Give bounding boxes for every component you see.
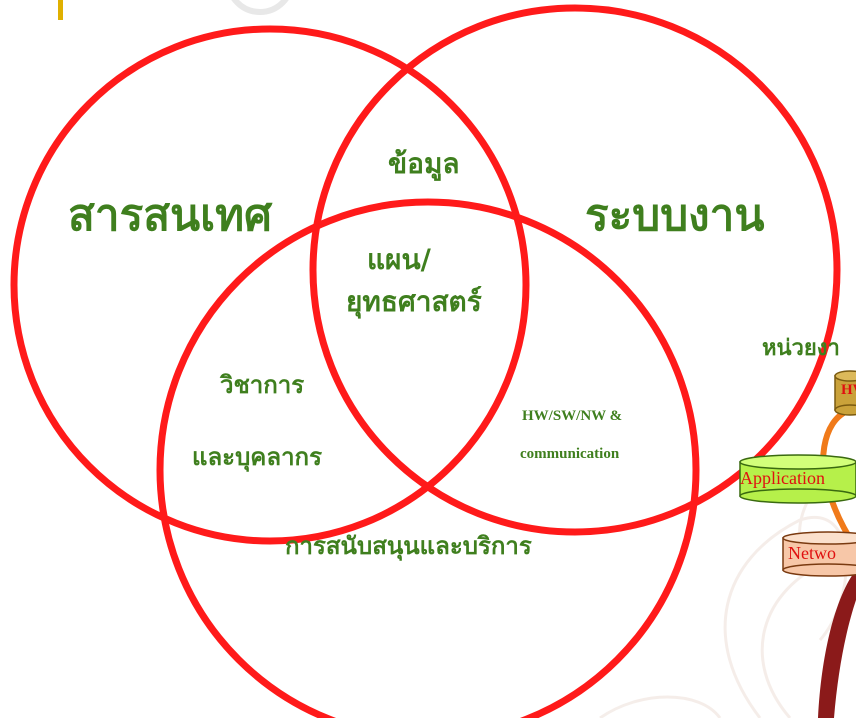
label-data: ข้อมูล (388, 142, 460, 186)
label-academic: วิชาการ (220, 365, 304, 404)
label-hw-sw-nw: HW/SW/NW & (522, 408, 622, 425)
hw-label: HW (841, 382, 856, 399)
decorative-ornament (600, 470, 846, 718)
label-plan: แผน/ (367, 238, 431, 282)
label-personnel: และบุคลากร (192, 437, 322, 476)
application-label: Application (740, 468, 825, 489)
label-system: ระบบงาน (585, 180, 764, 250)
decorative-swoosh (818, 570, 856, 718)
label-strategy: ยุทธศาสตร์ (346, 280, 482, 324)
accent-bar (58, 0, 63, 20)
side-panel-title: หน่วยงา (762, 330, 840, 365)
label-information: สารสนเทศ (68, 180, 272, 250)
network-label: Netwo (788, 543, 836, 564)
accent-partial-circle (228, 0, 292, 12)
label-support-service: การสนับสนุนและบริการ (285, 526, 532, 565)
label-communication: communication (520, 446, 619, 463)
